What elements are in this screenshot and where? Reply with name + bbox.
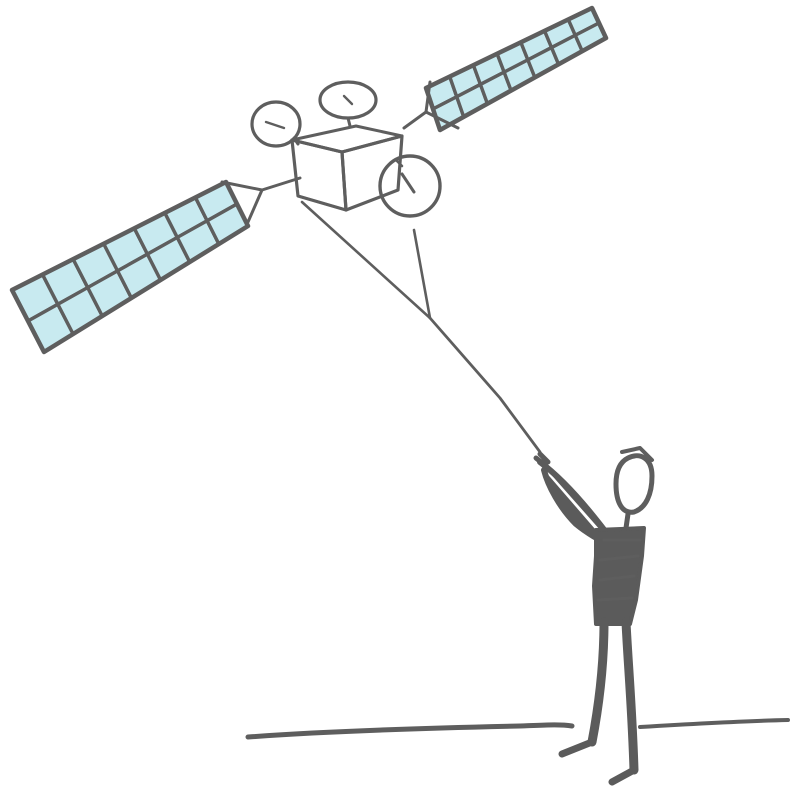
antenna-dish-left: [250, 100, 302, 148]
ground-line: [245, 718, 790, 740]
person-figure: [533, 446, 655, 786]
solar-panel-left: [9, 179, 251, 355]
antenna-dish-right: [378, 154, 442, 218]
panel-connector-left: [220, 176, 302, 224]
solar-panel-left-frame: [9, 179, 251, 355]
solar-panel-right: [423, 5, 609, 133]
antenna-dish-top: [318, 80, 378, 128]
panel-connector-right: [402, 80, 460, 130]
kite-string: [300, 200, 542, 454]
